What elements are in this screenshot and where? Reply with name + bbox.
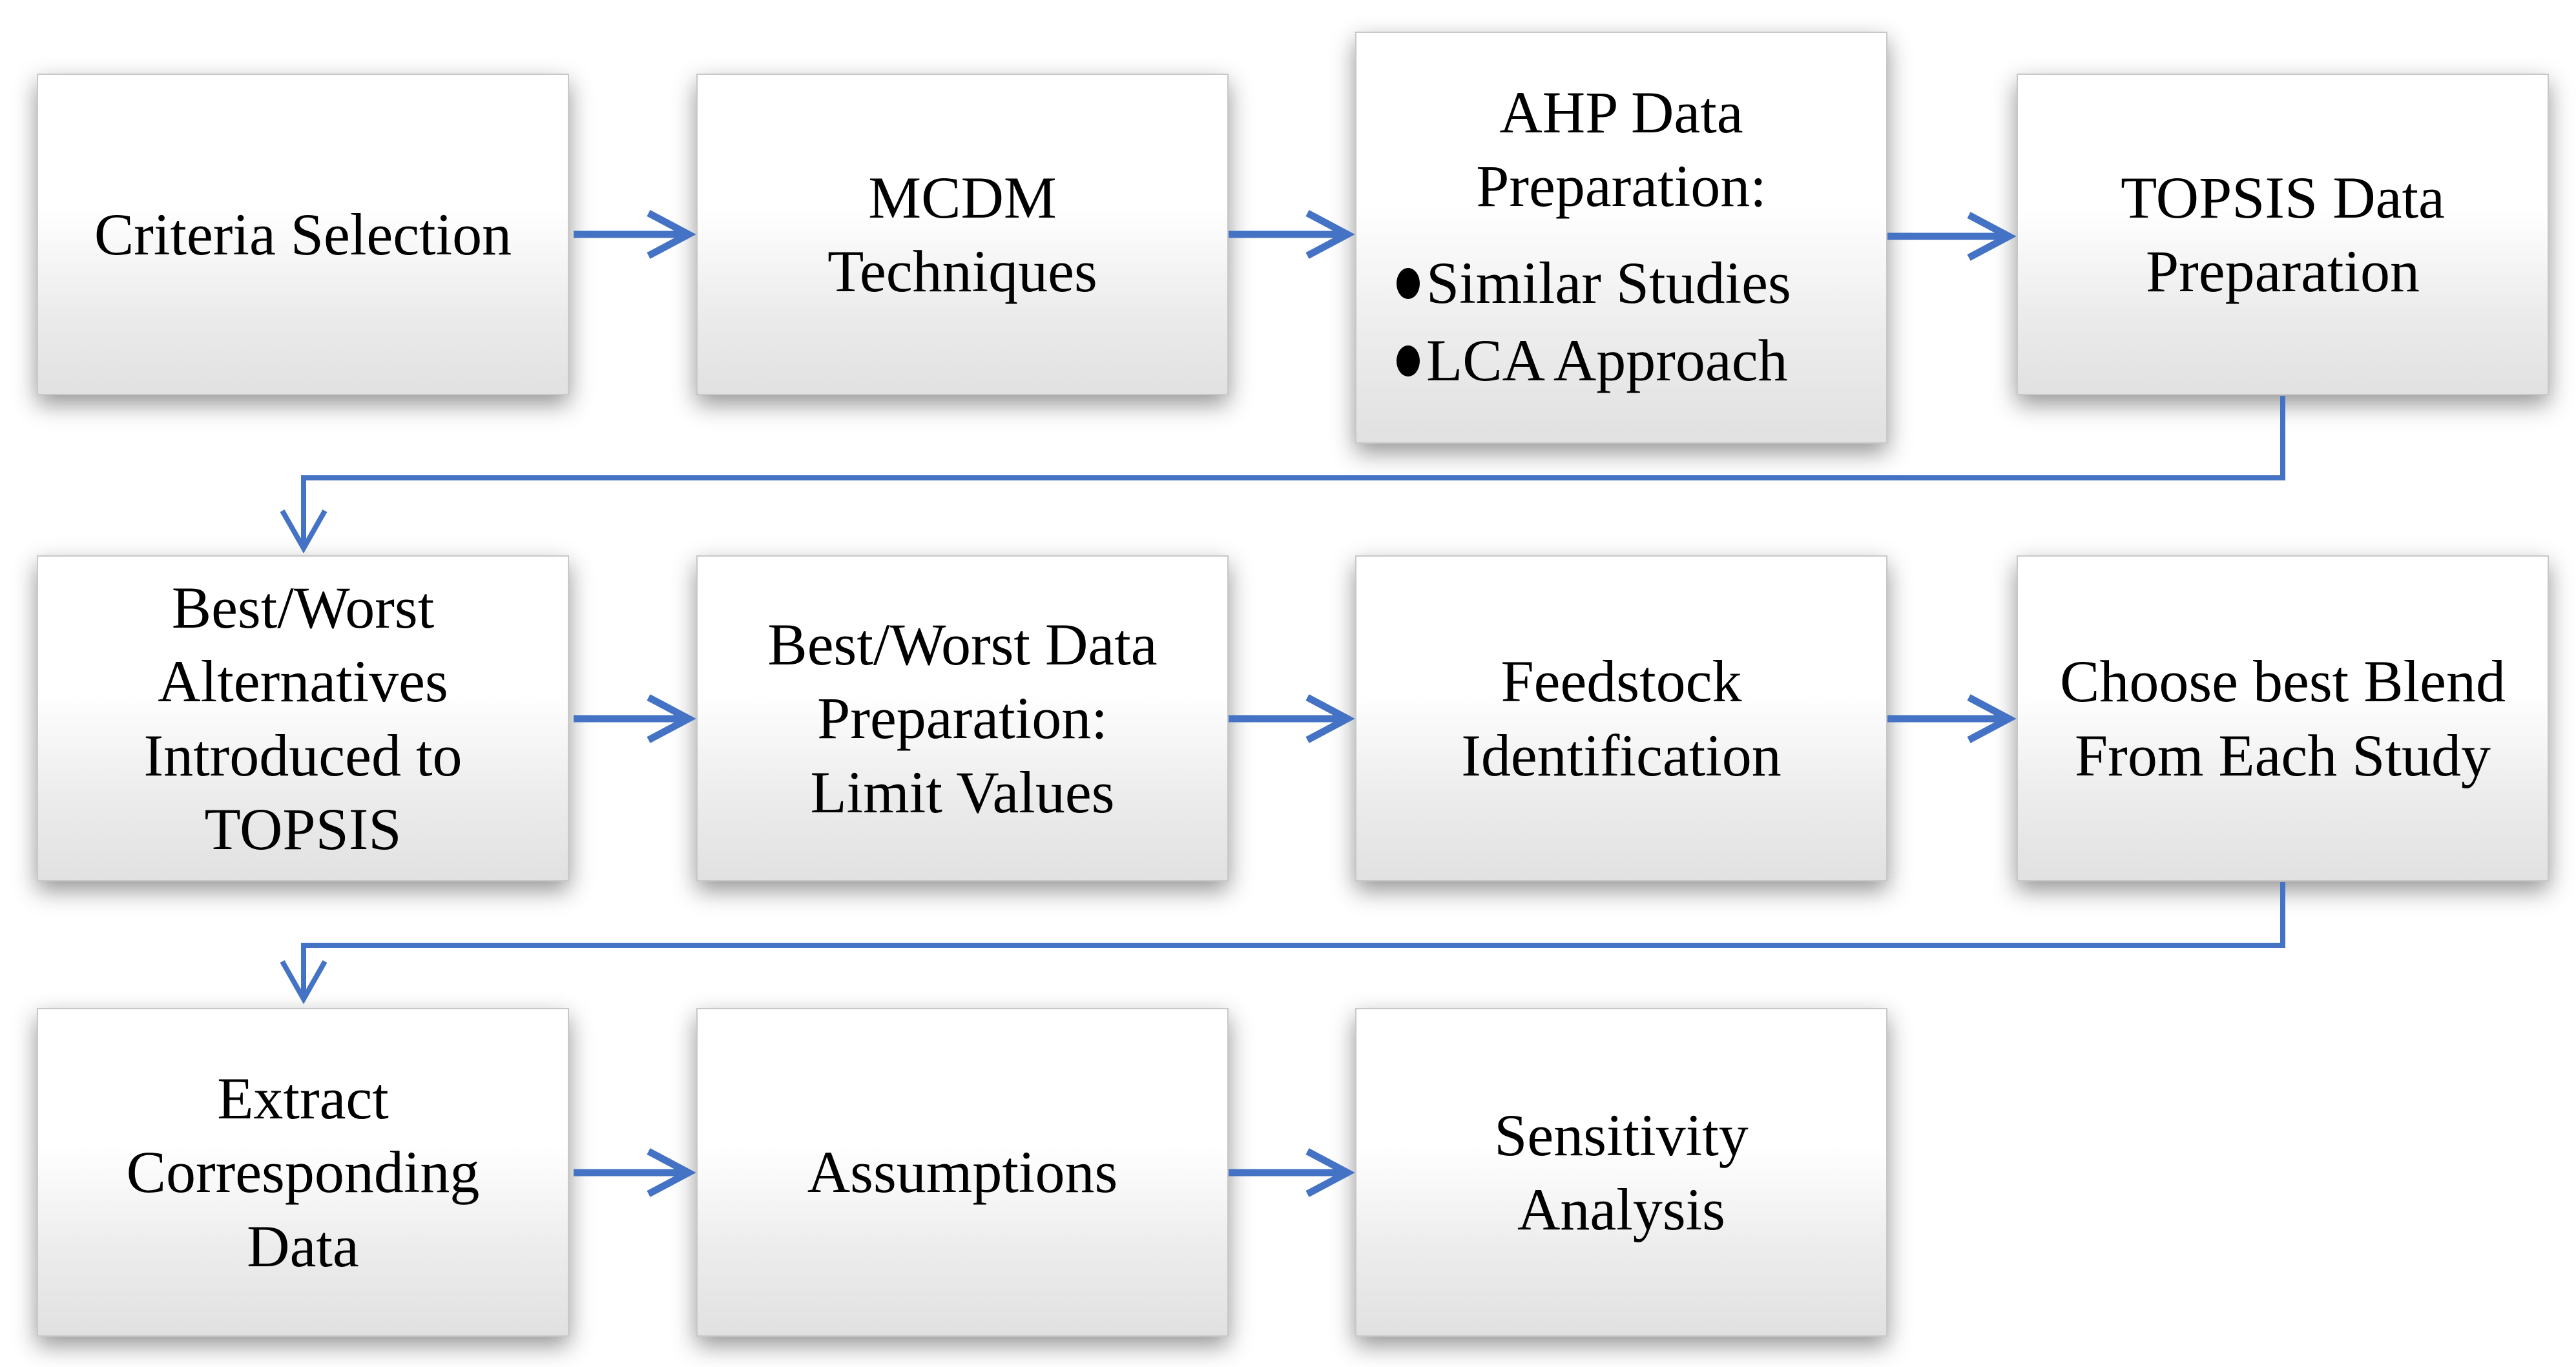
node-label: Criteria Selection bbox=[94, 201, 512, 267]
bullet-text: Similar Studies bbox=[1426, 250, 1791, 316]
bullet-icon bbox=[1397, 268, 1420, 300]
arrow-criteria-to-mcdm bbox=[574, 210, 696, 259]
node-label: TOPSIS Data Preparation bbox=[2121, 164, 2445, 304]
node-label: Choose best Blend From Each Study bbox=[2060, 648, 2506, 788]
node-mcdm-techniques: MCDM Techniques bbox=[696, 74, 1229, 395]
arrow-ahp-to-topsis bbox=[1887, 212, 2017, 261]
node-label: Feedstock Identification bbox=[1461, 648, 1781, 788]
bullet-text: LCA Approach bbox=[1426, 327, 1788, 394]
arrow-feedstock-to-blend bbox=[1887, 694, 2017, 743]
arrow-blend-to-extract-elbow bbox=[280, 882, 2285, 1005]
node-label: MCDM Techniques bbox=[827, 164, 1097, 304]
node-label: Extract Corresponding Data bbox=[126, 1065, 480, 1279]
node-title: AHP Data Preparation: bbox=[1476, 79, 1767, 220]
list-item: Similar Studies bbox=[1397, 245, 1880, 322]
node-extract-corresponding-data: Extract Corresponding Data bbox=[37, 1008, 569, 1337]
list-item: LCA Approach bbox=[1397, 322, 1880, 400]
node-label: Best/Worst Data Preparation: Limit Value… bbox=[767, 612, 1158, 825]
node-label: Sensitivity Analysis bbox=[1494, 1102, 1749, 1242]
node-feedstock-identification: Feedstock Identification bbox=[1355, 555, 1887, 881]
node-topsis-data-preparation: TOPSIS Data Preparation bbox=[2017, 74, 2549, 395]
arrow-mcdm-to-ahp bbox=[1229, 210, 1355, 259]
node-assumptions: Assumptions bbox=[696, 1008, 1229, 1337]
arrow-bestworst-to-dataprep bbox=[574, 694, 696, 743]
node-ahp-data-preparation: AHP Data Preparation: Similar Studies LC… bbox=[1355, 32, 1887, 444]
node-label: Assumptions bbox=[807, 1139, 1118, 1206]
arrow-dataprep-to-feedstock bbox=[1229, 694, 1355, 743]
node-choose-best-blend: Choose best Blend From Each Study bbox=[2017, 555, 2549, 881]
arrow-extract-to-assumptions bbox=[574, 1148, 696, 1197]
node-label: Best/Worst Alternatives Introduced to TO… bbox=[143, 575, 462, 862]
arrow-topsis-to-bestworst-elbow bbox=[280, 396, 2285, 554]
node-best-worst-data-preparation: Best/Worst Data Preparation: Limit Value… bbox=[696, 555, 1229, 881]
arrow-assumptions-to-sensitivity bbox=[1229, 1148, 1355, 1197]
node-criteria-selection: Criteria Selection bbox=[37, 74, 569, 395]
node-sensitivity-analysis: Sensitivity Analysis bbox=[1355, 1008, 1887, 1337]
bullet-icon bbox=[1397, 345, 1420, 376]
bullet-list: Similar Studies LCA Approach bbox=[1363, 245, 1880, 399]
node-best-worst-alternatives: Best/Worst Alternatives Introduced to TO… bbox=[37, 555, 569, 881]
